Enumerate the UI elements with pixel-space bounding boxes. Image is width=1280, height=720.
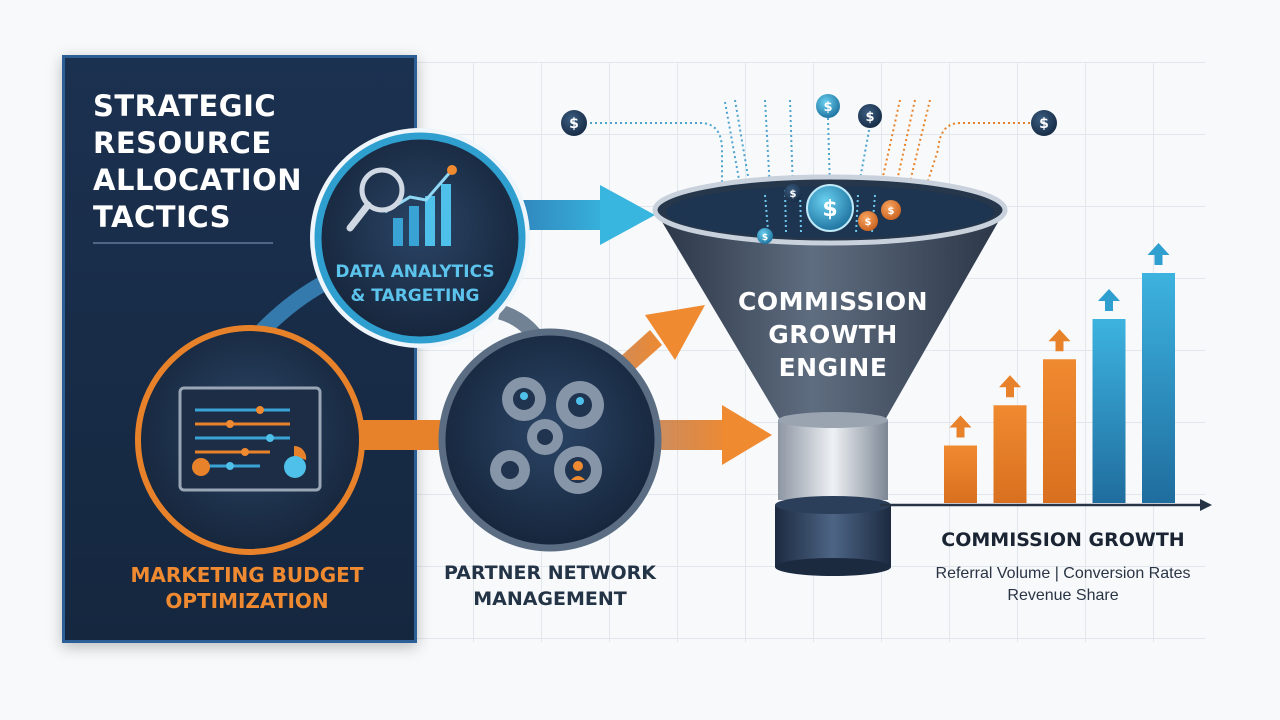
label-growth-metrics: Referral Volume | Conversion Rates Reven… (935, 565, 1191, 604)
chart-axis-arrowhead (1200, 499, 1212, 511)
chart-bar (944, 445, 977, 503)
label-funnel-engine: COMMISSION GROWTH ENGINE (737, 287, 929, 382)
chart-bar (1142, 273, 1175, 503)
chart-bar (993, 405, 1027, 503)
label-partner-network: PARTNER NETWORK MANAGEMENT (443, 562, 657, 610)
node-marketing-budget (135, 325, 365, 555)
chart-bar (1092, 319, 1126, 503)
dollar-coin-icon-group: $ $ $ $ $ $ $ $ $ (561, 94, 1057, 244)
svg-text:$: $ (888, 206, 895, 217)
up-arrow-icon (949, 415, 972, 438)
svg-text:$: $ (822, 197, 837, 222)
gears-people-icon (490, 377, 604, 494)
svg-text:$: $ (569, 116, 579, 132)
label-marketing-budget: MARKETING BUDGET OPTIMIZATION (130, 563, 364, 613)
title-divider (93, 242, 273, 244)
label-commission-growth: COMMISSION GROWTH (941, 529, 1185, 551)
up-arrow-icon (1147, 243, 1170, 265)
svg-text:$: $ (790, 189, 797, 200)
svg-text:$: $ (1039, 116, 1049, 132)
magnifier-chart-icon (346, 165, 457, 246)
up-arrow-icon (1048, 329, 1071, 352)
up-arrow-icon (1098, 289, 1120, 311)
svg-text:$: $ (823, 100, 832, 115)
svg-text:$: $ (865, 110, 874, 125)
label-data-analytics: DATA ANALYTICS & TARGETING (335, 262, 495, 306)
main-title: STRATEGIC RESOURCE ALLOCATION TACTICS (93, 89, 302, 234)
svg-text:$: $ (762, 233, 768, 243)
dashboard-sliders-icon (178, 386, 322, 492)
up-arrow-icon (999, 375, 1021, 398)
node-partner-network (438, 328, 662, 552)
svg-text:$: $ (865, 217, 872, 228)
chart-bar (1043, 359, 1076, 503)
commission-growth-chart (880, 243, 1212, 511)
node-data-analytics (310, 128, 530, 348)
